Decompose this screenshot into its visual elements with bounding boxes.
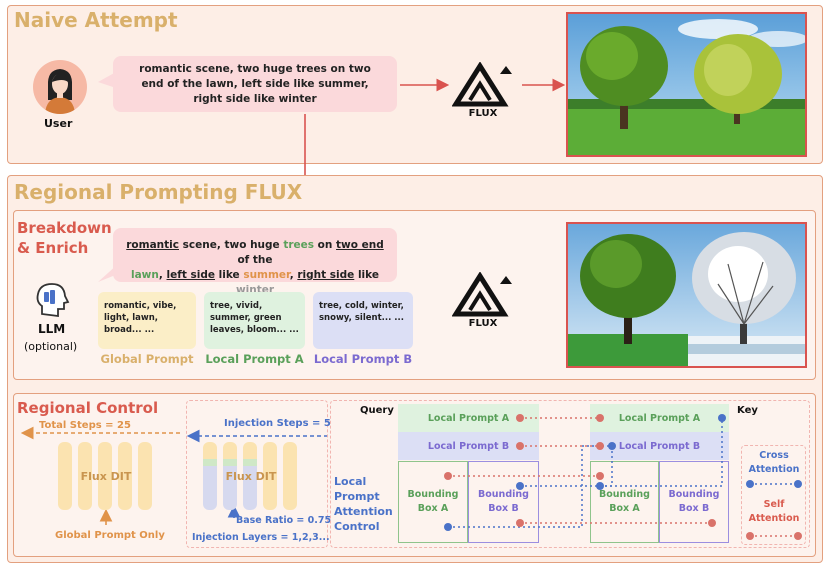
ep-of-the: of the <box>237 254 273 266</box>
ep-right-side: right side <box>297 269 355 281</box>
ep-summer: summer <box>243 269 290 281</box>
base-ratio-label: Base Ratio = 0.75 <box>236 515 332 526</box>
local-prompt-a-label: Local Prompt A <box>205 352 304 366</box>
user-icon <box>45 69 75 114</box>
naive-attempt-title: Naive Attempt <box>14 8 178 32</box>
regional-control-title: Regional Control <box>17 399 159 417</box>
regional-output-image <box>566 222 807 368</box>
attention-region <box>330 400 810 548</box>
naive-output-image <box>566 12 807 157</box>
injection-layers-label: Injection Layers = 1,2,3... <box>192 532 330 543</box>
global-prompt-label: Global Prompt <box>100 352 194 366</box>
injection-steps-label: Injection Steps = 5 <box>224 418 331 429</box>
ep-scene: scene, two huge <box>179 239 284 251</box>
user-label: User <box>44 117 73 130</box>
user-avatar <box>33 60 87 114</box>
attention-legend <box>741 445 806 545</box>
dit-bar <box>223 442 237 510</box>
global-prompt-box: romantic, vibe, light, lawn, broad... ..… <box>98 292 196 349</box>
flux-label-1: FLUX <box>468 108 498 119</box>
key-bbox-a: Bounding Box A <box>590 461 659 543</box>
flux-dit-injection: Flux DIT <box>203 442 303 510</box>
key-bbox-b: Bounding Box B <box>659 461 729 543</box>
local-prompt-b-box: tree, cold, winter, snowy, silent... ... <box>313 292 413 349</box>
llm-sublabel: (optional) <box>24 340 78 353</box>
ep-on: on <box>314 239 337 251</box>
ep-like2: like <box>354 269 379 281</box>
dit-bar <box>138 442 152 510</box>
naive-trees-image <box>568 14 805 155</box>
dit-bar <box>118 442 132 510</box>
naive-prompt-bubble: romantic scene, two huge trees on two en… <box>113 56 397 112</box>
dit-bar <box>263 442 277 510</box>
dit-bar <box>243 442 257 510</box>
query-local-b: Local Prompt B <box>398 432 539 460</box>
ep-romantic: romantic <box>126 239 179 251</box>
llm-head-icon <box>36 283 70 318</box>
ep-trees: trees <box>283 239 315 251</box>
flux-label-2: FLUX <box>468 318 498 329</box>
key-local-a: Local Prompt A <box>590 404 729 432</box>
query-local-a: Local Prompt A <box>398 404 539 432</box>
cross-attention-label: Cross Attention <box>748 450 800 475</box>
query-bbox-b: Bounding Box B <box>468 461 539 543</box>
regional-prompting-title: Regional Prompting FLUX <box>14 180 303 204</box>
injection-region <box>186 400 328 548</box>
flux-dit-label-1: Flux DIT <box>80 470 132 483</box>
local-prompt-a-box: tree, vivid, summer, green leaves, bloom… <box>204 292 305 349</box>
llm-label: LLM <box>38 322 66 336</box>
dit-bar <box>98 442 112 510</box>
ep-left-side: left side <box>166 269 215 281</box>
ep-comma2: , <box>289 269 298 281</box>
enriched-prompt-bubble: romantic scene, two huge trees on two en… <box>113 228 397 296</box>
flux-dit-label-2: Flux DIT <box>225 470 277 483</box>
local-prompt-b-label: Local Prompt B <box>313 352 413 366</box>
dit-bar <box>78 442 92 510</box>
ep-comma1: , <box>158 269 167 281</box>
self-attention-label: Self Attention <box>748 499 800 524</box>
ep-two-end: two end <box>336 239 384 251</box>
flux-dit-global: Flux DIT <box>58 442 158 510</box>
dit-bar <box>283 442 297 510</box>
dit-bar <box>203 442 217 510</box>
dit-bar <box>58 442 72 510</box>
ep-lawn: lawn <box>131 269 159 281</box>
breakdown-title: Breakdown & Enrich <box>17 219 112 257</box>
regional-trees-image <box>568 224 805 366</box>
flux-logo-icon <box>452 62 512 107</box>
query-label: Query <box>360 405 394 416</box>
query-bbox-a: Bounding Box A <box>398 461 468 543</box>
total-steps-label: Total Steps = 25 <box>39 420 131 431</box>
flux-logo-icon <box>452 272 512 317</box>
key-label: Key <box>737 405 758 416</box>
ep-like1: like <box>214 269 244 281</box>
global-prompt-only-label: Global Prompt Only <box>55 530 165 541</box>
bubble-tail-1 <box>98 72 116 88</box>
lpac-label: Local Prompt Attention Control <box>334 475 393 533</box>
